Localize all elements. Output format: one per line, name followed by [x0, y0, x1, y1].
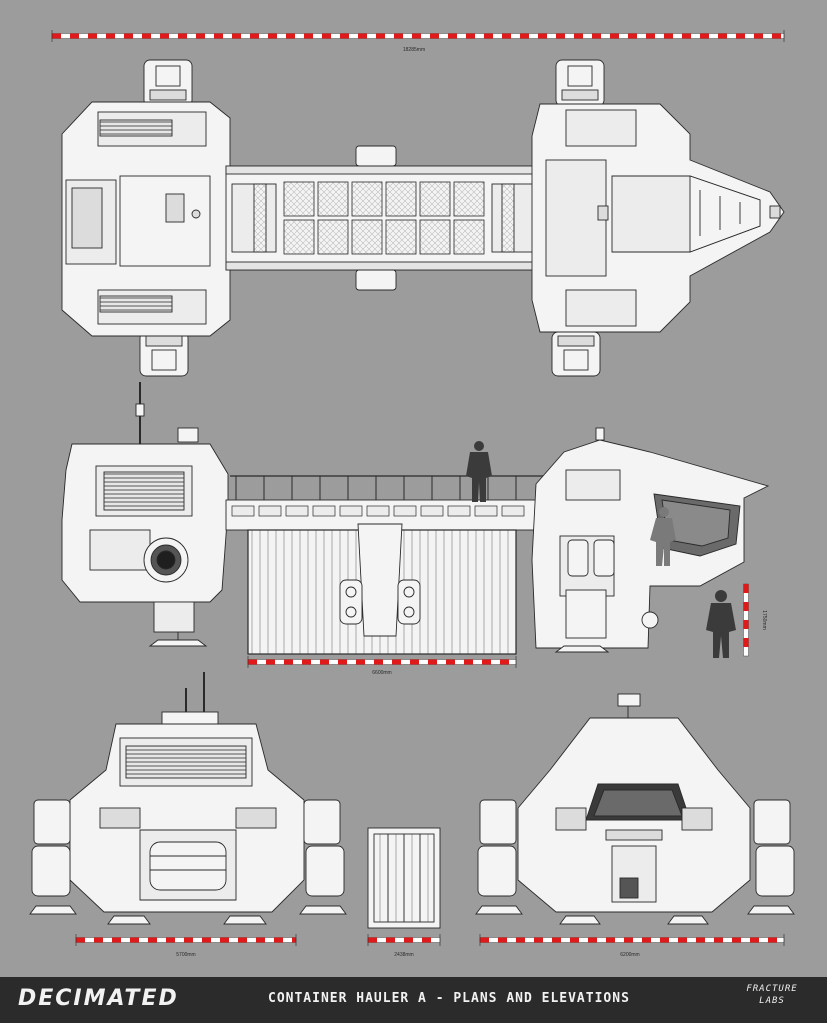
overall-length-label: 18285mm — [403, 47, 425, 53]
landing-pod-front-bottom — [551, 331, 601, 377]
rear-elevation — [29, 672, 347, 925]
container-end-view — [367, 827, 441, 929]
landing-pod-front-top — [555, 59, 605, 107]
studio-name-line1: FRACTURE — [746, 984, 798, 994]
brand-logo: DECIMATED — [18, 986, 179, 1011]
sheet-title: CONTAINER HAULER A - PLANS AND ELEVATION… — [268, 991, 630, 1006]
human-scale-figure — [706, 590, 736, 658]
plan-view — [61, 59, 785, 377]
title-block-footer: DECIMATED CONTAINER HAULER A - PLANS AND… — [0, 977, 827, 1023]
human-figure-on-deck — [466, 441, 492, 502]
cargo-floor-panels — [283, 181, 485, 255]
deck-panels — [231, 505, 525, 517]
landing-pod-rear-bottom — [139, 331, 189, 377]
scale-bar-front — [479, 934, 785, 946]
cargo-spine — [225, 165, 543, 271]
studio-logo: FRACTURE LABS — [737, 983, 807, 1007]
scale-bars — [51, 30, 785, 946]
landing-pod-rear-top — [143, 59, 193, 107]
scale-bar-container-width — [367, 934, 441, 946]
scale-bar-overall — [51, 30, 785, 42]
front-width-label: 6200mm — [620, 952, 639, 958]
scale-bar-figure-height — [743, 583, 749, 657]
human-figure-in-cab — [650, 507, 676, 566]
figure-height-label: 1750mm — [761, 610, 767, 629]
deck-railing — [235, 476, 545, 500]
studio-name-line2: LABS — [759, 996, 785, 1006]
scale-bar-container — [247, 656, 517, 668]
side-elevation — [61, 382, 770, 655]
rear-width-label: 5700mm — [176, 952, 195, 958]
front-elevation — [475, 693, 795, 925]
container-width-label: 2438mm — [394, 952, 413, 958]
scale-bar-rear — [75, 934, 297, 946]
container-length-label: 6600mm — [372, 670, 391, 676]
